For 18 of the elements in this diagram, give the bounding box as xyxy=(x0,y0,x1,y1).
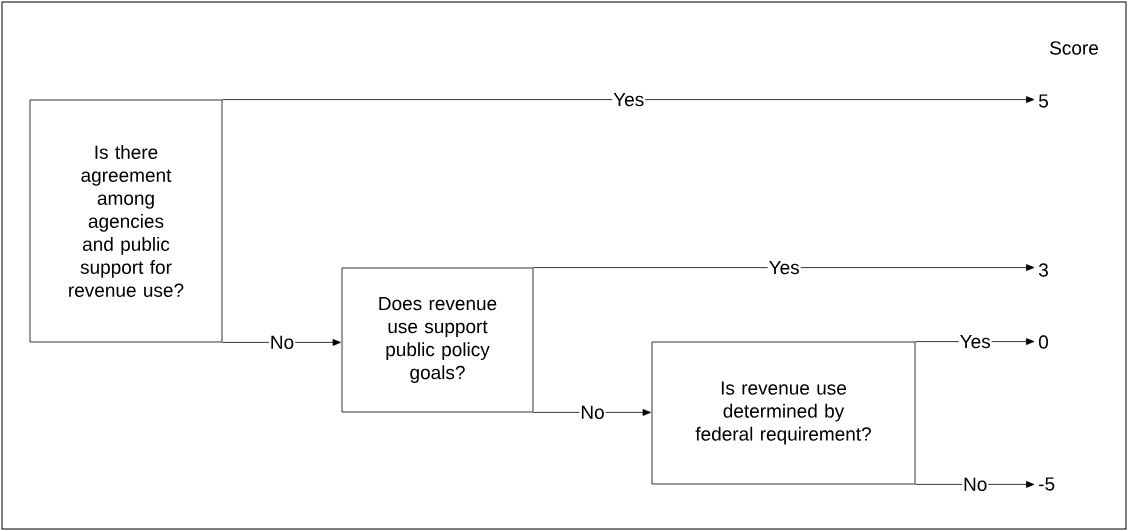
edge-label: Yes xyxy=(960,335,991,349)
edge-label: Yes xyxy=(613,93,644,107)
decision-box: Does revenue use support public policy goals? xyxy=(341,267,534,413)
arrow xyxy=(533,409,651,416)
score-value: -5 xyxy=(1039,477,1055,491)
decision-box: Is there agreement among agencies and public support for revenue use? xyxy=(29,99,223,343)
edge-label: No xyxy=(271,335,294,350)
decision-box: Is revenue use determined by federal requirement? xyxy=(651,341,916,485)
edge-label: No xyxy=(581,405,604,420)
score-value: 0 xyxy=(1038,335,1049,349)
column-heading: Score xyxy=(1050,41,1098,55)
score-value: 3 xyxy=(1038,263,1048,277)
edge-label: Yes xyxy=(769,261,800,275)
arrow xyxy=(222,339,341,346)
arrow xyxy=(533,264,1035,271)
arrow xyxy=(222,96,1035,103)
edge-label: No xyxy=(964,477,987,492)
score-value: 5 xyxy=(1038,94,1048,108)
